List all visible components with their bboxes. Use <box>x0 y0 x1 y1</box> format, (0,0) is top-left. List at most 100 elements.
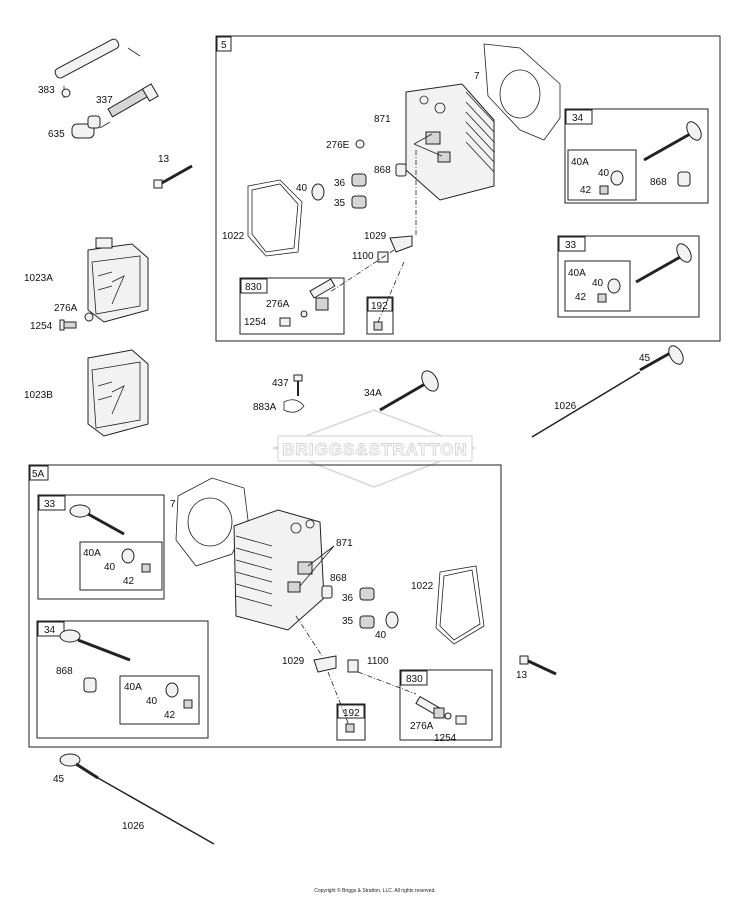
part-437-screw <box>293 374 303 396</box>
part-13-bolt-lower <box>519 655 557 676</box>
group-box-192-lower <box>336 703 366 741</box>
part-383-tool <box>54 38 141 98</box>
label-34-42: 42 <box>580 185 592 196</box>
label-34-40: 40 <box>598 168 610 179</box>
group-label-5a: 5A <box>32 469 45 480</box>
label-34a: 34A <box>364 388 382 399</box>
label-7: 7 <box>474 71 480 82</box>
label-1026-lower: 1026 <box>122 821 145 832</box>
label-33-lower-40: 40 <box>104 562 116 573</box>
group-label-830: 830 <box>245 282 262 293</box>
label-635: 635 <box>48 129 65 140</box>
label-830-1254: 1254 <box>244 317 267 328</box>
label-830-276a: 276A <box>266 299 290 310</box>
part-34-valve-upper <box>643 121 702 162</box>
watermark-text: BRIGGS&STRATTON <box>282 440 467 459</box>
label-34-lower-40a: 40A <box>124 682 142 693</box>
label-1023a: 1023A <box>24 273 53 284</box>
group-box-34-lower <box>36 620 209 739</box>
label-1023b: 1023B <box>24 390 53 401</box>
group-box-5a <box>28 464 502 748</box>
part-1254-screw <box>59 319 77 331</box>
part-1022-gasket <box>247 179 303 257</box>
label-34-40a: 40A <box>571 157 589 168</box>
group-tag-5 <box>216 36 232 52</box>
label-276a: 276A <box>54 303 78 314</box>
label-34-lower-40: 40 <box>146 696 158 707</box>
part-45-valve <box>639 345 684 372</box>
label-337: 337 <box>96 95 113 106</box>
part-868-cap-lower <box>321 585 333 599</box>
leader-871-a <box>413 133 433 145</box>
part-830-breather-lower <box>415 695 445 719</box>
part-1029-bracket <box>389 235 413 253</box>
label-1029-lower: 1029 <box>282 656 305 667</box>
group-label-192-lower: 192 <box>343 708 360 719</box>
part-192-fitting-lower <box>345 723 355 733</box>
label-13: 13 <box>158 154 170 165</box>
label-33-lower-42: 42 <box>123 576 135 587</box>
part-276e-washer <box>355 139 365 149</box>
label-35: 35 <box>334 198 346 209</box>
label-35-lower: 35 <box>342 616 354 627</box>
leader-871-b <box>413 143 443 157</box>
group-box-34-lower-40a <box>119 675 200 725</box>
label-1029: 1029 <box>364 231 387 242</box>
label-871: 871 <box>374 114 391 125</box>
label-33-40a: 40A <box>568 268 586 279</box>
group-box-33-40a <box>564 260 631 312</box>
label-45: 45 <box>639 353 651 364</box>
part-cylinder-head <box>405 83 495 201</box>
label-868-lower: 868 <box>330 573 347 584</box>
label-383: 383 <box>38 85 55 96</box>
part-830-breather <box>309 278 336 311</box>
label-34-lower-868: 868 <box>56 666 73 677</box>
part-cylinder-head-lower <box>233 509 325 631</box>
part-1100-guide-lower <box>347 659 359 673</box>
label-1100-lower: 1100 <box>367 656 389 667</box>
label-36-lower: 36 <box>342 593 354 604</box>
part-868-cap <box>395 163 407 177</box>
label-36: 36 <box>334 178 346 189</box>
group-label-33-lower: 33 <box>44 499 56 510</box>
group-label-192: 192 <box>371 301 388 312</box>
part-7-gasket <box>483 43 561 141</box>
part-34-valve-lower <box>59 629 131 662</box>
label-40-lower: 40 <box>375 630 387 641</box>
label-437: 437 <box>272 378 289 389</box>
part-883a-clip <box>283 399 305 413</box>
part-1029-bracket-lower <box>313 655 337 673</box>
group-box-5 <box>215 35 721 342</box>
label-1100: 1100 <box>352 251 374 262</box>
part-1026-push-rod <box>531 371 641 438</box>
part-1026-push-rod-lower <box>97 777 215 845</box>
label-34-868: 868 <box>650 177 667 188</box>
part-45-valve-lower <box>59 753 99 780</box>
group-label-5: 5 <box>221 40 227 51</box>
part-35-spring-lower <box>359 615 375 629</box>
label-33-42: 42 <box>575 292 587 303</box>
part-1022-gasket-lower <box>435 565 485 645</box>
label-276e: 276E <box>326 140 350 151</box>
part-635-boot <box>71 115 101 139</box>
group-box-33 <box>557 235 700 318</box>
part-337-spark-plug <box>99 83 159 129</box>
label-830-lower-276a: 276A <box>410 721 434 732</box>
group-box-33-lower <box>37 494 165 600</box>
part-40-retainer-lower <box>385 611 399 629</box>
group-label-33: 33 <box>565 240 577 251</box>
part-33-valve-lower <box>69 504 125 536</box>
group-label-34: 34 <box>572 113 584 124</box>
label-1254: 1254 <box>30 321 53 332</box>
label-868: 868 <box>374 165 391 176</box>
label-13-lower: 13 <box>516 670 528 681</box>
group-box-830 <box>239 277 345 335</box>
part-276a-washer <box>84 312 94 322</box>
part-34a-valve <box>379 370 439 412</box>
label-1026: 1026 <box>554 401 577 412</box>
group-label-830-lower: 830 <box>406 674 423 685</box>
label-33-lower-40a: 40A <box>83 548 101 559</box>
part-13-bolt <box>153 164 193 189</box>
label-830-lower-1254: 1254 <box>434 733 457 744</box>
